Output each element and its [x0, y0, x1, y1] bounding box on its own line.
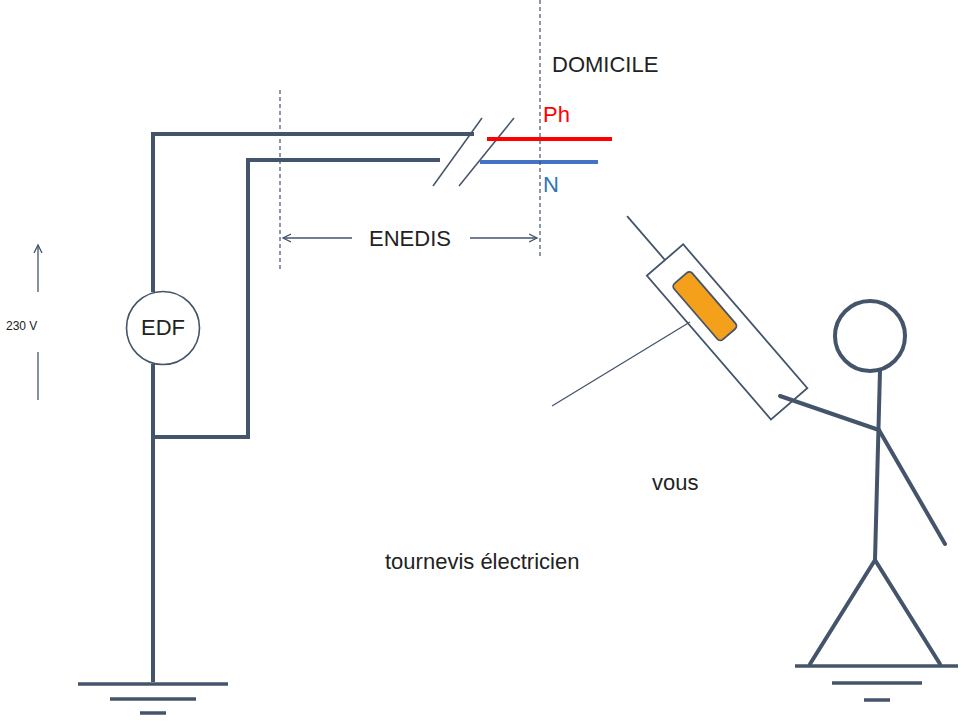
part-label: tournevis électricien — [385, 549, 579, 574]
supply-wire — [153, 134, 474, 292]
person-figure — [780, 301, 945, 664]
neutral-wire — [153, 160, 440, 437]
area-label: ENEDIS — [369, 226, 451, 251]
source-circle: EDF — [125, 290, 201, 366]
person-label: vous — [652, 470, 698, 495]
boundary-line — [280, 0, 540, 270]
leader-line — [552, 322, 690, 406]
node-label: EDF — [141, 316, 185, 340]
earth-symbol — [78, 684, 228, 713]
break-mark — [433, 118, 514, 186]
phase-conductor — [487, 137, 612, 141]
voltage-label: 230 V — [6, 320, 37, 334]
conductor-label: Ph — [543, 102, 570, 127]
earth-wire — [151, 437, 155, 682]
conductor-label: N — [543, 172, 559, 197]
voltage-arrow — [37, 245, 38, 400]
screwdriver-tester — [609, 200, 807, 419]
neutral-conductor — [480, 160, 598, 164]
earth-symbol — [795, 666, 958, 700]
circle-shape — [127, 292, 200, 365]
area-label: DOMICILE — [552, 52, 658, 77]
